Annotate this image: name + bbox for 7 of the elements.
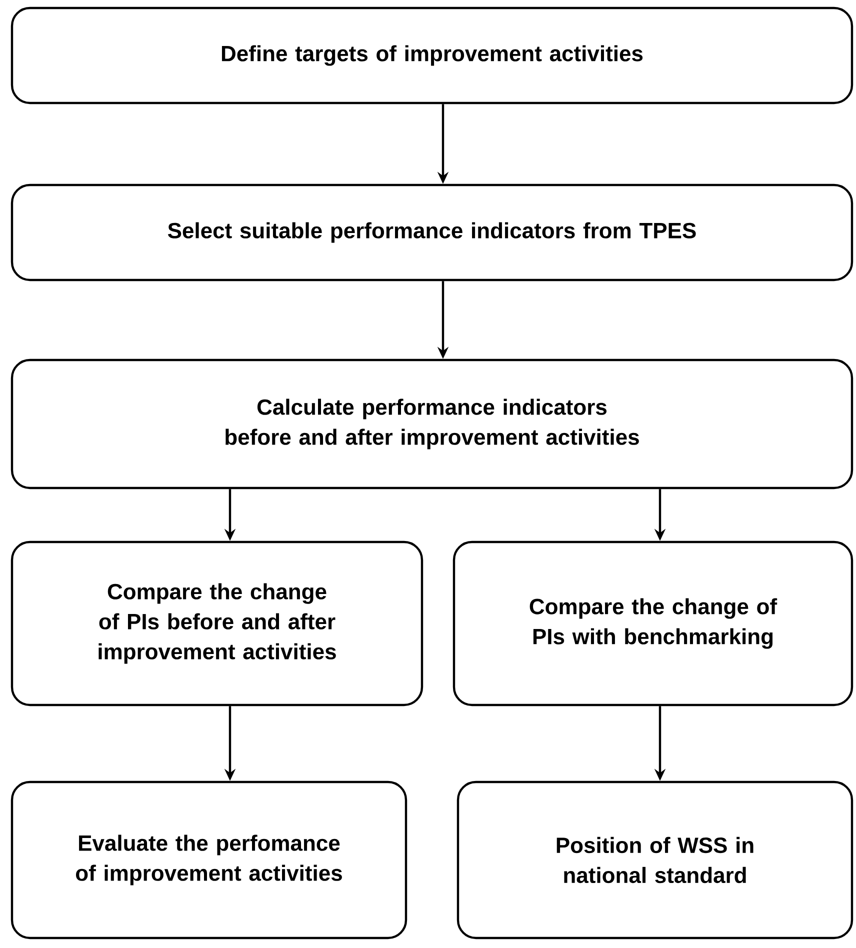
process-box: Evaluate the perfomance of improvement activities	[10, 780, 408, 940]
process-box: Calculate performance indicators before and after improvement activities	[10, 358, 854, 490]
process-box: Compare the change of PIs before and after improvement activities	[10, 540, 424, 706]
process-box: Compare the change of PIs with benchmarking	[452, 540, 854, 706]
process-box: Define targets of improvement activities	[10, 6, 854, 104]
process-box: Select suitable performance indicators from TPES	[10, 184, 854, 282]
process-box: Position of WSS in national standard	[456, 780, 854, 940]
